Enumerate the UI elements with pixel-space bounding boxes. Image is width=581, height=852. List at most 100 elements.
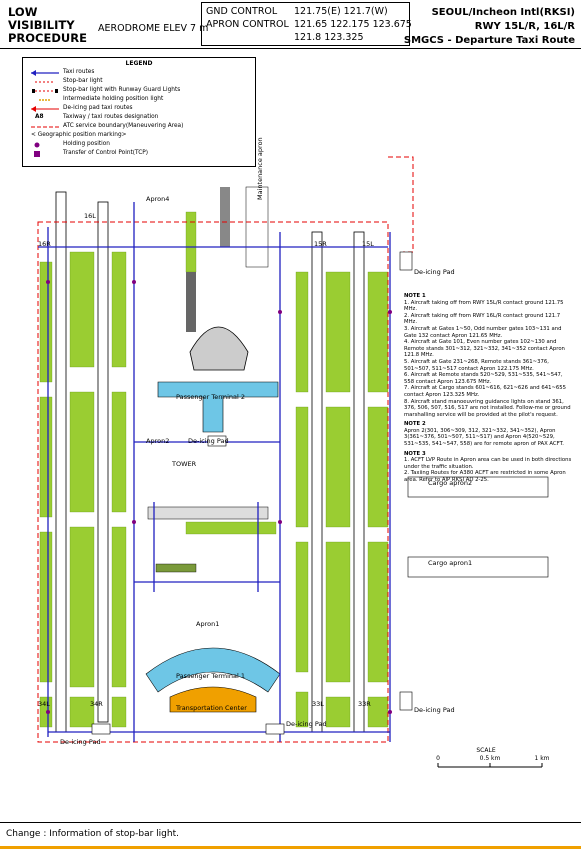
legend-item: Taxiway / taxi routes designation — [63, 114, 159, 120]
deicing-pad-center — [207, 435, 227, 447]
terminal-annex — [155, 563, 197, 573]
scale-half: 0.5 km — [480, 755, 501, 762]
legend-box: LEGEND Taxi routes Stop-bar light Stop-b… — [22, 57, 256, 167]
scale-zero: 0 — [436, 755, 440, 762]
title-line: VISIBILITY — [8, 18, 75, 32]
footer-divider — [0, 822, 581, 823]
note-item: 7. Aircraft at Cargo stands 601~616, 621… — [404, 385, 567, 398]
atc-boundary-symbol — [31, 126, 59, 128]
deicing-pad-s — [265, 723, 285, 735]
gnd-label: GND CONTROL — [206, 6, 278, 17]
scale-one: 1 km — [534, 755, 549, 762]
maintenance-hangar — [220, 187, 230, 247]
apron-frequencies-2: 121.8 123.325 — [294, 32, 364, 43]
tower-building — [147, 506, 269, 520]
taxi-route-symbol — [31, 70, 59, 76]
legend-item: De-icing pad taxi routes — [63, 105, 133, 111]
title-line: PROCEDURE — [8, 31, 87, 45]
procedure-title: LOW VISIBILITY PROCEDURE — [8, 6, 87, 45]
airport-name: SEOUL/Incheon Intl(RKSI) — [431, 7, 575, 18]
note-2-text: Apron 2(301, 306~309, 312, 321~332, 341~… — [404, 427, 564, 448]
note-item: 1. Aircraft taking off from RWY 15L/R co… — [404, 299, 564, 313]
legend-item: Taxi routes — [63, 69, 95, 75]
stop-bar-rgl-symbol — [32, 89, 58, 93]
chart-type: SMGCS - Departure Taxi Route — [403, 35, 575, 46]
frequency-box: GND CONTROL 121.75(E) 121.7(W) APRON CON… — [201, 2, 412, 46]
label-tower: TOWER — [172, 460, 197, 468]
runway-15l-33r — [353, 231, 365, 733]
label-rwy-33l: 33L — [312, 700, 324, 708]
deicing-pad-se — [399, 691, 413, 711]
title-line: LOW — [8, 5, 38, 19]
grass-areas — [39, 211, 389, 728]
label-rwy-15l: 15L — [362, 240, 374, 248]
cargo-apron-2 — [407, 476, 549, 498]
label-rwy-15r: 15R — [314, 240, 327, 248]
note-item: 8. Aircraft stand manoeuvring guidance l… — [404, 398, 571, 418]
holding-positions — [46, 280, 392, 714]
stop-bar-symbol — [35, 81, 55, 83]
label-rwy-33r: 33R — [358, 700, 371, 708]
terminal-1-building — [145, 647, 281, 693]
deicing-pad-sw — [91, 723, 111, 735]
atc-service-boundary — [37, 221, 389, 743]
legend-item: Transfer of Control Point(TCP) — [63, 150, 149, 156]
taxiway-sample: A8 — [35, 114, 44, 120]
note-item: 2. Aircraft taking off from RWY 16L/R co… — [404, 312, 561, 326]
terminal-2-building — [157, 381, 279, 433]
label-deicing-s: De-icing Pad — [286, 720, 327, 728]
note-item: 6. Aircraft at Remote stands 520~529, 53… — [404, 372, 563, 385]
footer-accent-bar — [0, 846, 581, 849]
chart-identification: SEOUL/Incheon Intl(RKSI) RWY 15L/R, 16L/… — [404, 6, 575, 48]
gnd-frequencies: 121.75(E) 121.7(W) — [294, 6, 388, 17]
label-deicing-center: De-icing Pad — [188, 437, 229, 445]
label-terminal-2: Passenger Terminal 2 — [176, 393, 246, 401]
aerodrome-map: SCALE 0 0.5 km 1 km — [37, 156, 550, 768]
legend-item: Holding position — [63, 141, 110, 147]
runway-16l-34r — [97, 201, 109, 723]
note-1-title: NOTE 1 — [404, 293, 426, 299]
label-rwy-16l: 16L — [84, 212, 96, 220]
intermediate-holding-symbol — [39, 99, 51, 101]
cargo-apron-1 — [407, 556, 549, 578]
deicing-route-north — [388, 156, 414, 253]
legend-item: ATC service boundary(Maneuvering Area) — [63, 123, 184, 129]
taxi-routes — [38, 202, 391, 742]
note-item: 3. Aircraft at Gates 1~50, Odd number ga… — [404, 325, 562, 339]
note-3-title: NOTE 3 — [404, 450, 426, 457]
label-apron1: Apron1 — [196, 620, 220, 628]
label-terminal-1: Passenger Terminal 1 — [176, 672, 246, 680]
scale-bar: SCALE 0 0.5 km 1 km — [436, 747, 550, 768]
label-rwy-34l: 34L — [38, 700, 50, 708]
label-apron4: Apron4 — [146, 195, 170, 203]
runway-15r-33l — [311, 231, 323, 733]
label-cargo-2: Cargo apron2 — [428, 479, 473, 487]
note-item: 1. ACFT LVP Route in Apron area can be u… — [404, 457, 572, 470]
label-rwy-34r: 34R — [90, 700, 103, 708]
runway-16r-34l — [55, 191, 67, 733]
label-deicing-sw: De-icing Pad — [60, 738, 101, 746]
label-maintenance: Maintenance apron — [256, 137, 264, 200]
label-transport: Transportation Center — [176, 704, 247, 712]
deicing-pad-ne — [399, 251, 413, 271]
label-apron2: Apron2 — [146, 437, 170, 445]
runway-designation: RWY 15L/R, 16L/R — [474, 21, 575, 32]
note-item: 4. Aircraft at Gate 101, Even number gat… — [404, 339, 565, 359]
tcp-symbol — [34, 151, 40, 157]
legend-item: Intermediate holding position light — [63, 96, 164, 102]
legend-item: Stop-bar light — [63, 78, 103, 84]
note-item: 5. Aircraft at Gate 231~268, Remote stan… — [404, 358, 549, 372]
hangar-structure — [186, 272, 196, 332]
terminal-2-roof — [189, 326, 249, 371]
note-item: 2. Taxiing Routes for A380 ACFT are rest… — [404, 470, 566, 484]
label-deicing-se: De-icing Pad — [414, 706, 455, 714]
legend-item: < Geographic position marking> — [31, 132, 127, 138]
notes-panel: NOTE 1 1. Aircraft taking off from RWY 1… — [404, 293, 572, 484]
label-rwy-16r: 16R — [38, 240, 51, 248]
deicing-route-symbol — [31, 106, 59, 112]
legend-title: LEGEND — [125, 60, 153, 67]
transportation-center — [169, 686, 257, 713]
apron-label: APRON CONTROL — [206, 19, 289, 30]
scale-title: SCALE — [476, 747, 495, 754]
legend-item: Stop-bar light with Runway Guard Lights — [63, 87, 181, 93]
